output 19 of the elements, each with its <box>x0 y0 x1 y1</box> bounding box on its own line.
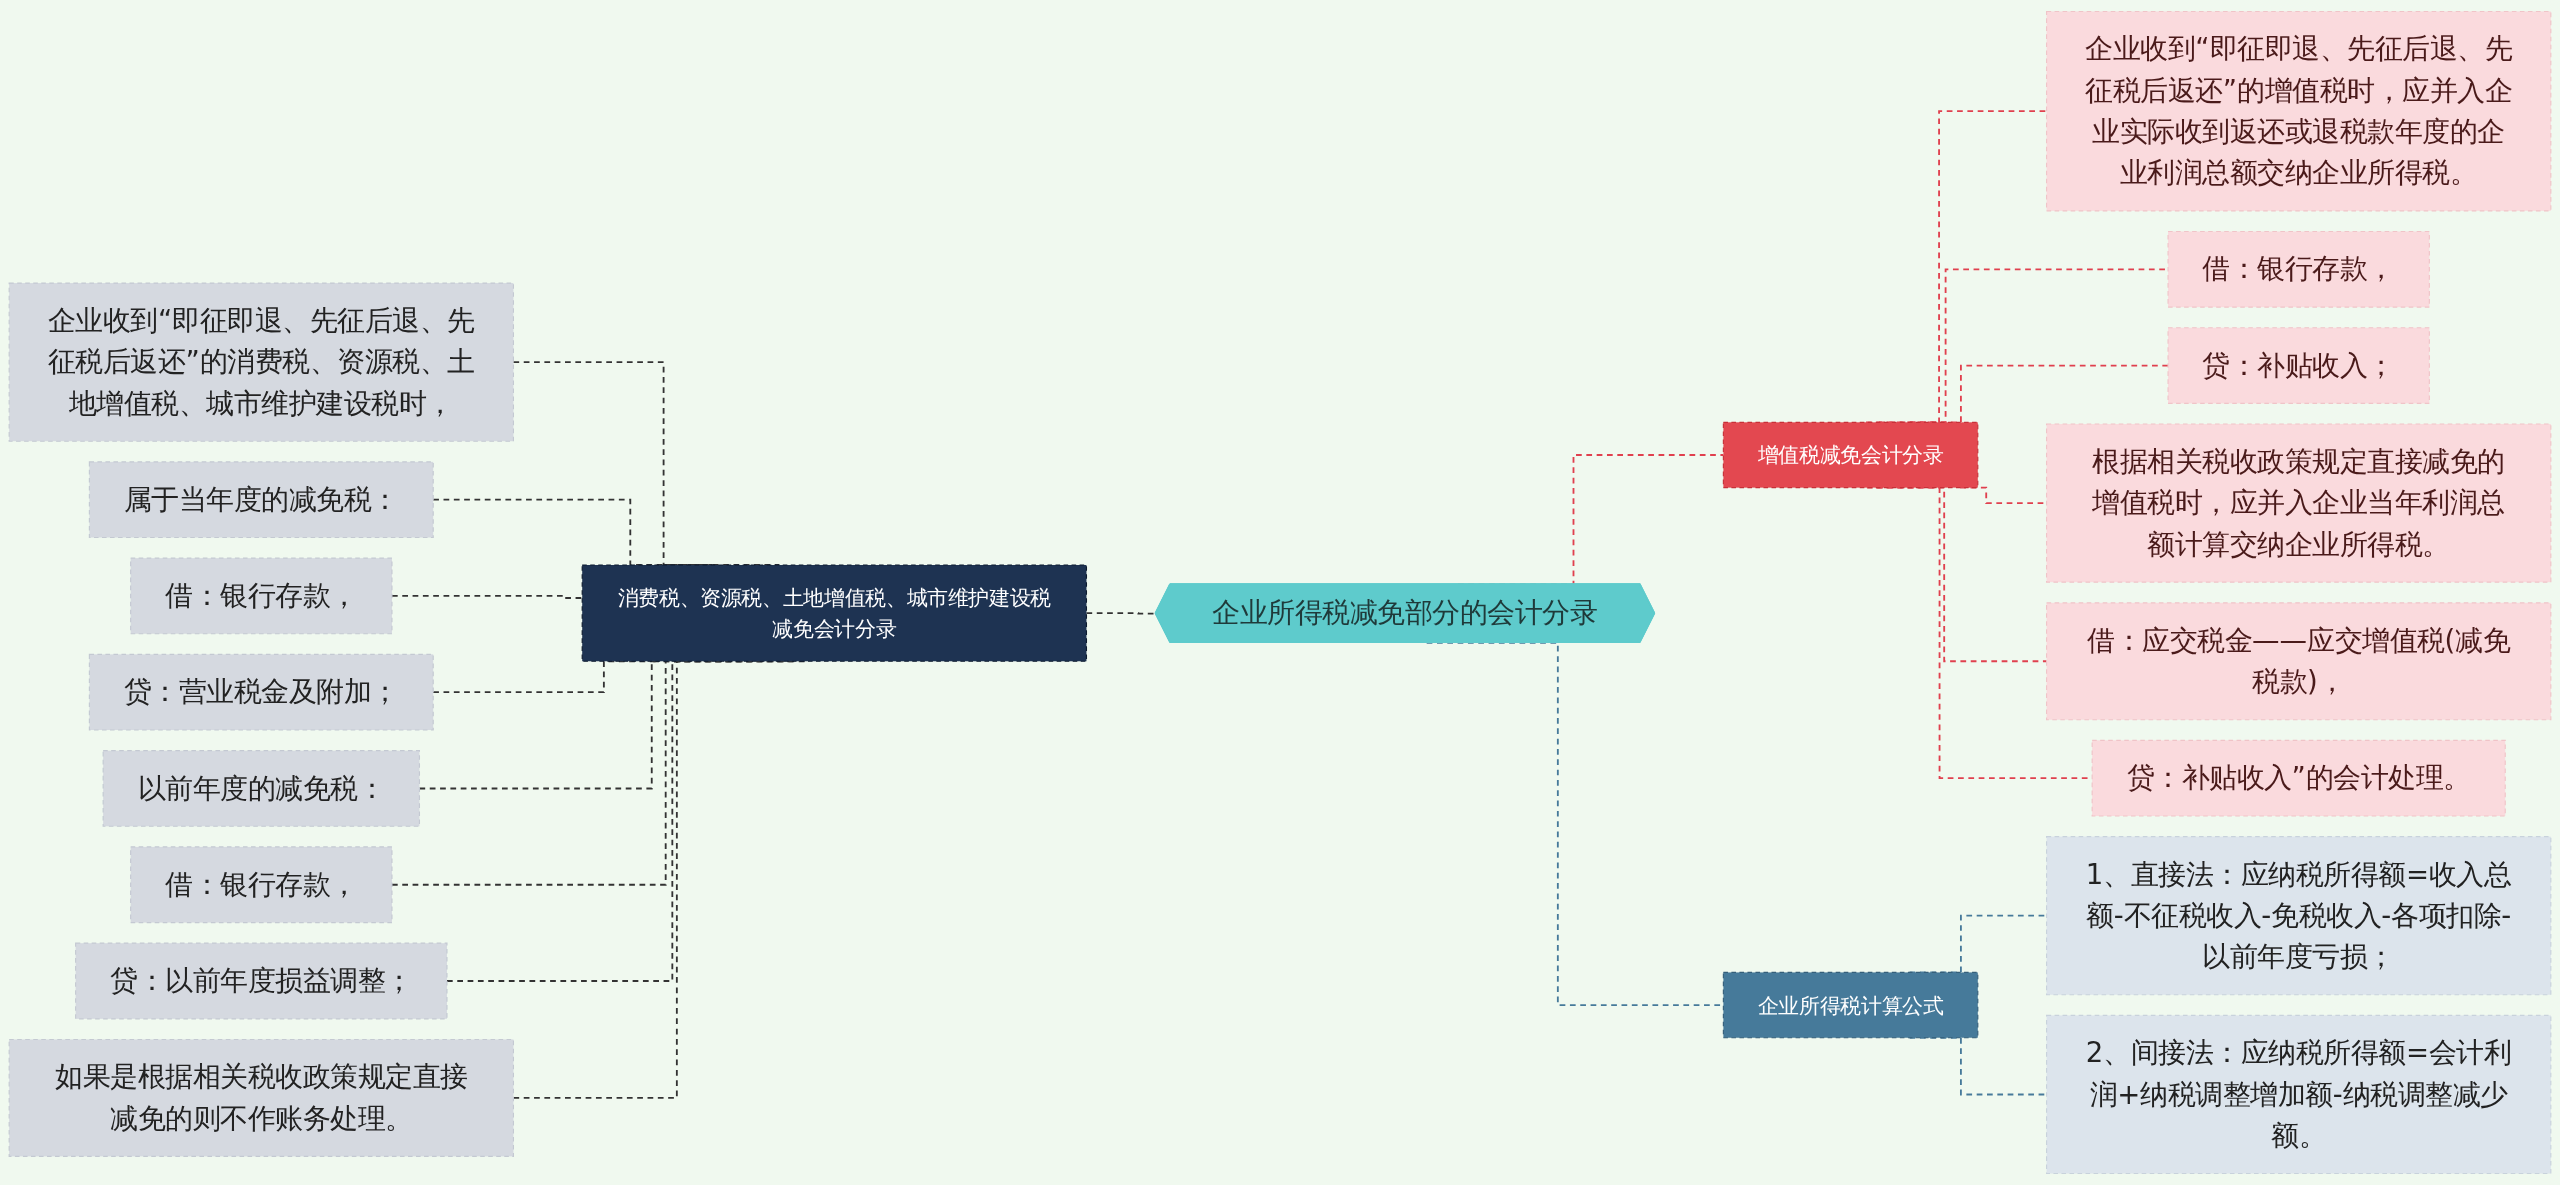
node-box: 增值税减免会计分录 <box>1722 421 1979 489</box>
node-box: 借：银行存款， <box>130 557 393 635</box>
node-box: 贷：以前年度损益调整； <box>75 942 448 1020</box>
node-box: 借：银行存款， <box>130 846 393 924</box>
node-box: 2、间接法：应纳税所得额=会计利润+纳税调整增加额-纳税调整减少额。 <box>2046 1014 2552 1175</box>
node-box: 消费税、资源税、土地增值税、城市维护建设税减免会计分录 <box>581 564 1088 662</box>
node-box: 贷：营业税金及附加； <box>88 653 434 731</box>
node-box: 属于当年度的减免税： <box>88 461 434 539</box>
node-box: 企业收到“即征即退、先征后退、先征税后返还”的消费税、资源税、土地增值税、城市维护建设税时， <box>8 282 514 442</box>
node-box: 以前年度的减免税： <box>102 750 421 827</box>
node-box: 根据相关税收政策规定直接减免的增值税时，应并入企业当年利润总额计算交纳企业所得税。 <box>2046 423 2552 583</box>
node-box: 如果是根据相关税收政策规定直接减免的则不作账务处理。 <box>8 1038 514 1157</box>
node-box: 企业所得税计算公式 <box>1722 971 1979 1039</box>
node-box: 贷：补贴收入”的会计处理。 <box>2091 739 2506 817</box>
node-box: 企业收到“即征即退、先征后退、先征税后返还”的增值税时，应并入企业实际收到返还或退税款年度的企业利润总额交纳企业所得税。 <box>2046 10 2552 212</box>
node-box: 借：应交税金——应交增值税(减免税款)， <box>2046 602 2552 721</box>
node-box: 1、直接法：应纳税所得额=收入总额-不征税收入-免税收入-各项扣除-以前年度亏损； <box>2046 836 2552 996</box>
node-box: 贷：补贴收入； <box>2167 327 2430 404</box>
node-box: 借：银行存款， <box>2167 230 2430 308</box>
